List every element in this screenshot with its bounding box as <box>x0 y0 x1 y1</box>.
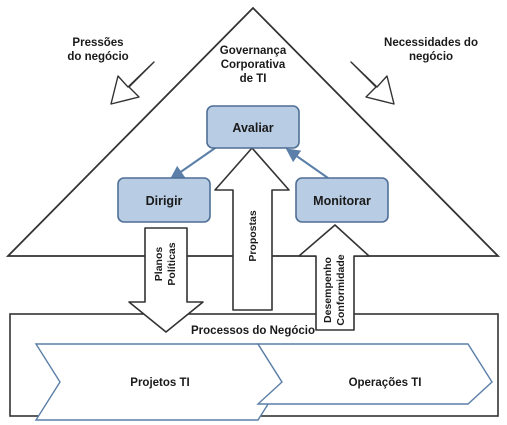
plans-line-1: Planos <box>153 247 165 282</box>
performance-up-arrow <box>298 224 370 331</box>
proposals-label: Propostas <box>247 210 259 262</box>
monitor-box: Monitorar <box>295 177 389 223</box>
direct-label: Dirigir <box>146 194 183 208</box>
pressures-arrow <box>110 61 155 105</box>
stage-projects-label: Projetos TI <box>130 377 189 389</box>
performance-label: Desempenho Conformidade <box>322 254 347 325</box>
pressures-line-2: do negócio <box>67 51 128 63</box>
proposals-text: Propostas <box>247 210 259 262</box>
governance-title: Governança Corporativa de TI <box>220 45 287 85</box>
pressures-label: Pressões do negócio <box>67 37 128 63</box>
connector-evaluate-direct <box>169 145 219 180</box>
needs-line-1: Necessidades do <box>384 37 478 49</box>
governance-line-3: de TI <box>240 73 267 85</box>
governance-line-1: Governança <box>220 45 287 57</box>
stage-operations-label: Operações TI <box>349 377 422 389</box>
monitor-label: Monitorar <box>313 194 371 208</box>
plans-label: Planos Políticas <box>153 242 178 285</box>
direct-box: Dirigir <box>117 177 211 223</box>
plans-line-2: Políticas <box>166 242 178 285</box>
stage-chevron-operations: Operações TI <box>256 343 493 405</box>
governance-line-2: Corporativa <box>221 59 286 71</box>
business-processes-title: Processos do Negócio <box>191 325 315 337</box>
connector-monitor-evaluate <box>285 148 329 179</box>
performance-line-2: Conformidade <box>335 254 347 325</box>
proposals-up-arrow <box>214 147 290 311</box>
needs-line-2: negócio <box>409 51 453 63</box>
evaluate-box: Avaliar <box>206 105 300 149</box>
pressures-line-1: Pressões <box>72 37 123 49</box>
stage-chevron-projects: Projetos TI <box>34 343 283 421</box>
performance-line-1: Desempenho <box>322 257 334 323</box>
needs-arrow <box>350 61 395 105</box>
plans-down-arrow <box>128 227 204 333</box>
needs-label: Necessidades do negócio <box>384 37 478 63</box>
evaluate-label: Avaliar <box>232 121 273 135</box>
